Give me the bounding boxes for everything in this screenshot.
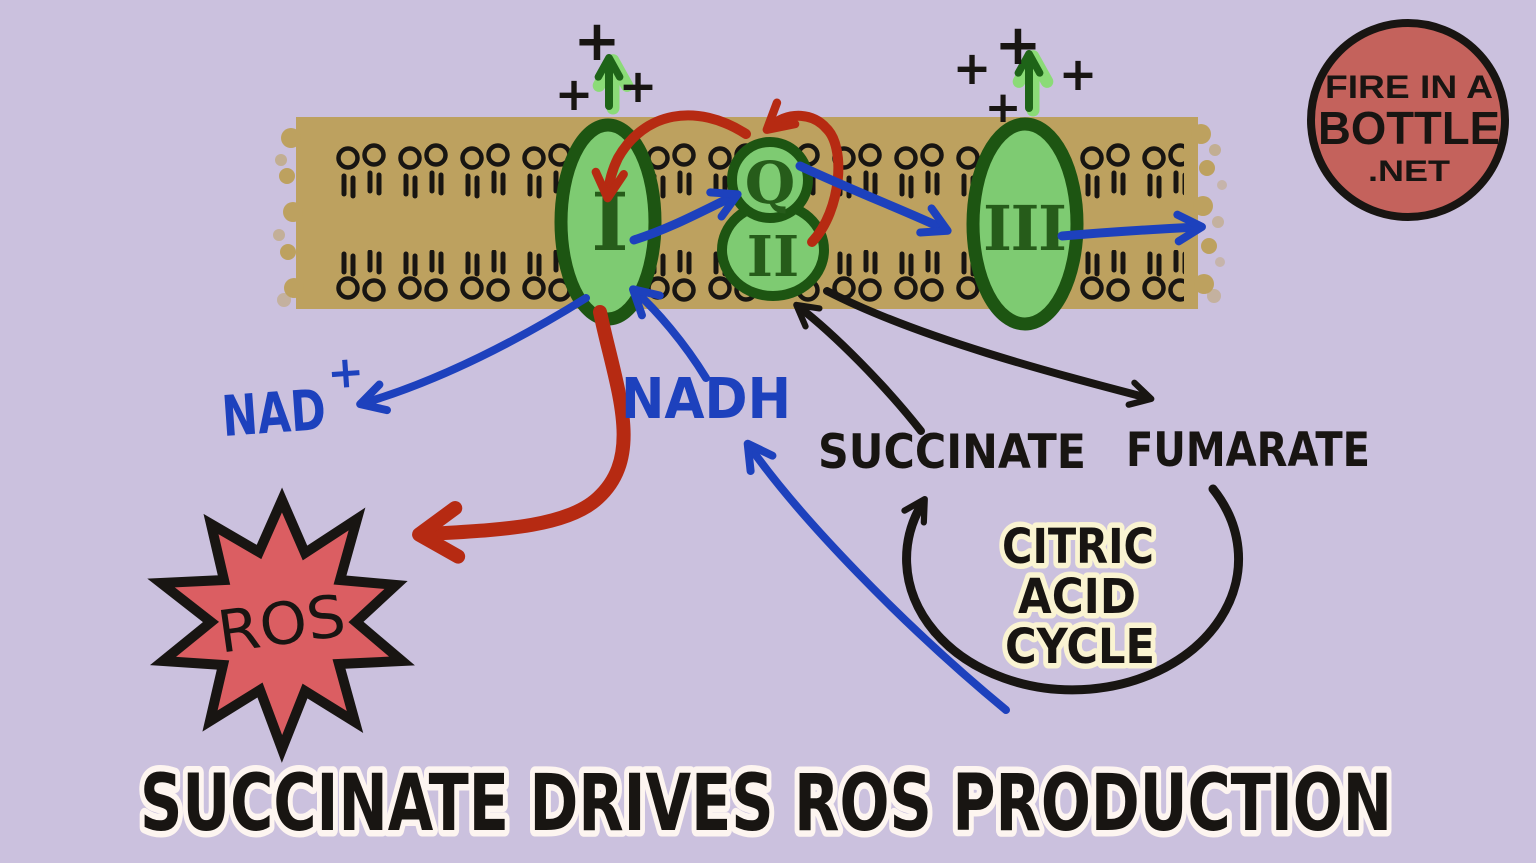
complex-iii-shape — [966, 117, 1084, 331]
electron-arrow-complex-iii-out — [1057, 210, 1206, 246]
electron-arrow-complex-i-to-q — [629, 188, 742, 245]
labels: NAD + NADH SUCCINATE FUMARATE CITRIC ACI… — [220, 346, 1370, 680]
cycle-to-nadh-arrow — [743, 439, 1010, 714]
reverse-arrow-q-to-complex-i — [591, 110, 751, 203]
complex-ii-label: II — [747, 224, 799, 290]
logo-line2: BOTTLE — [1318, 102, 1500, 154]
ubiquinone-q-label: Q — [745, 149, 796, 217]
complex-iii-label: III — [983, 192, 1067, 265]
ros-production-arrow — [412, 305, 631, 564]
site-logo: FIRE IN A BOTTLE .NET — [1307, 19, 1509, 221]
succinate-to-complex-ii-arrow — [793, 301, 925, 435]
proton-plus: + — [619, 59, 658, 113]
reverse-electron-flow — [412, 98, 844, 564]
proton-plus: + — [1059, 47, 1098, 101]
citric-acid-cycle-circle-arrow — [901, 484, 1244, 695]
citric-acid-cycle — [793, 287, 1244, 695]
electron-transport-chain: I Q II III — [554, 117, 1084, 331]
reverse-arrow-complex-ii-to-q — [762, 98, 844, 247]
membrane-rough-right-edge — [1191, 124, 1227, 303]
logo-line3: .NET — [1368, 155, 1450, 188]
ubiquinone-q-shape — [727, 137, 813, 223]
complex-i-to-nad-arrow — [356, 294, 590, 415]
citric-acid-cycle-label-line2: ACID — [1018, 569, 1136, 625]
nadh-label: NADH — [621, 367, 791, 432]
electron-arrow-q-to-complex-iii — [795, 161, 952, 237]
ros-burst: ROS — [147, 487, 415, 763]
proton-plus: + — [995, 13, 1042, 78]
nad-label: NAD — [220, 378, 328, 450]
complex-ii-to-fumarate-arrow — [823, 287, 1155, 408]
citric-acid-cycle-label-line1: CITRIC — [1002, 519, 1154, 575]
nad-plus-superscript: + — [325, 346, 365, 399]
fumarate-label: FUMARATE — [1126, 423, 1370, 478]
proton-plus: + — [574, 9, 621, 74]
logo-line1: FIRE IN A — [1325, 69, 1493, 105]
electron-flow — [356, 161, 1206, 714]
ros-star-shape — [147, 487, 415, 763]
page-title: SUCCINATE DRIVES ROS PRODUCTION — [140, 759, 1392, 849]
nadh-to-complex-i-arrow — [629, 285, 710, 382]
membrane-rough-left-edge — [273, 128, 304, 307]
succinate-label: SUCCINATE — [818, 425, 1086, 480]
logo-circle — [1307, 19, 1509, 221]
proton-plus: + — [555, 67, 594, 121]
proton-pumping: + + + + + + + — [555, 9, 1098, 133]
citric-acid-cycle-label-line3: CYCLE — [1005, 619, 1155, 675]
proton-plus: + — [953, 41, 992, 95]
proton-plus: + — [985, 82, 1022, 133]
